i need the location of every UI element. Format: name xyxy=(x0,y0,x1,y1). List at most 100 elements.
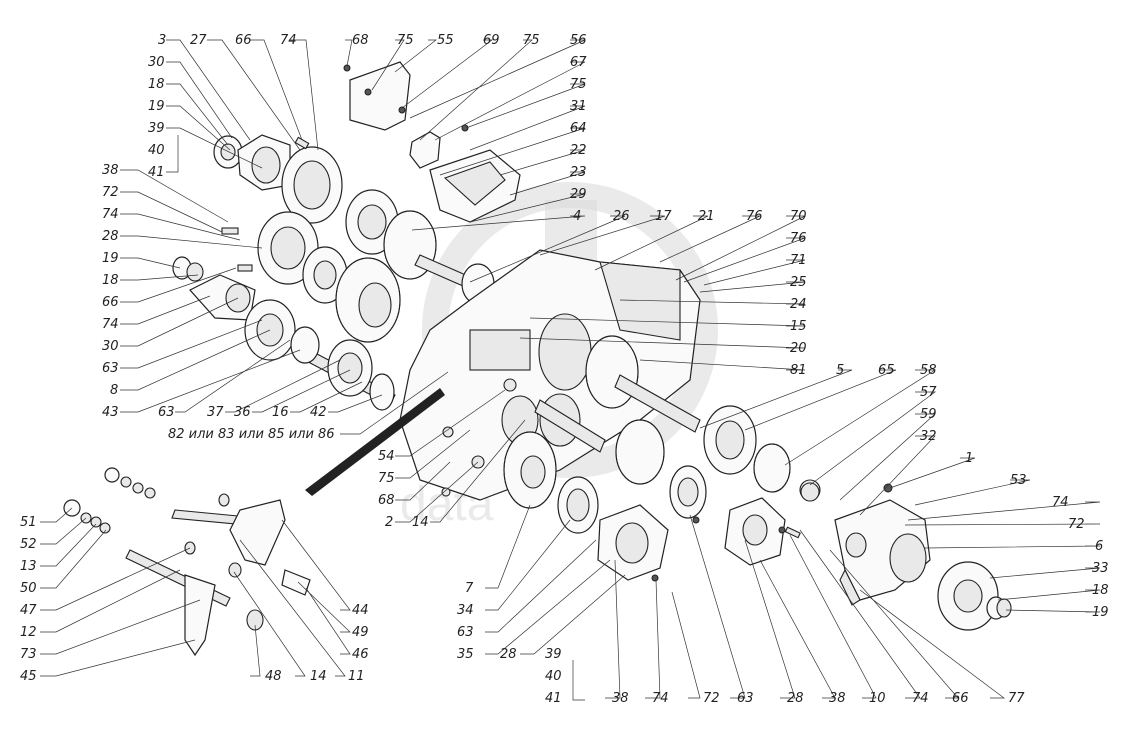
label-36: 36 xyxy=(234,405,251,420)
label-77: 77 xyxy=(1008,691,1025,706)
label-54: 54 xyxy=(378,449,395,464)
label-1: 1 xyxy=(965,451,973,466)
label-55: 55 xyxy=(437,33,454,48)
label-33: 33 xyxy=(1092,561,1109,576)
label-23: 23 xyxy=(570,165,587,180)
label-74: 74 xyxy=(280,33,297,48)
label-65: 65 xyxy=(878,363,895,378)
label-42: 42 xyxy=(310,405,327,420)
label-68: 68 xyxy=(378,493,395,508)
gearbox-housing xyxy=(399,249,701,501)
label-14: 14 xyxy=(412,515,429,530)
label-41: 41 xyxy=(545,691,562,706)
label-10: 10 xyxy=(869,691,886,706)
label-76: 76 xyxy=(790,231,807,246)
label-2: 2 xyxy=(385,515,393,530)
label-variants-note: 82 или 83 или 85 или 86 xyxy=(168,427,335,442)
label-45: 45 xyxy=(20,669,37,684)
label-29: 29 xyxy=(570,187,587,202)
label-30: 30 xyxy=(102,339,119,354)
label-49: 49 xyxy=(352,625,369,640)
label-63: 63 xyxy=(457,625,474,640)
label-13: 13 xyxy=(20,559,37,574)
label-72: 72 xyxy=(1068,517,1085,532)
label-59: 59 xyxy=(920,407,937,422)
label-74: 74 xyxy=(1052,495,1069,510)
label-74: 74 xyxy=(102,317,119,332)
label-68: 68 xyxy=(352,33,369,48)
label-38: 38 xyxy=(102,163,119,178)
label-41: 41 xyxy=(148,165,165,180)
label-19: 19 xyxy=(102,251,119,266)
label-63: 63 xyxy=(737,691,754,706)
label-30: 30 xyxy=(148,55,165,70)
intermediate-shaft xyxy=(290,246,401,411)
label-46: 46 xyxy=(352,647,369,662)
label-6: 6 xyxy=(1095,539,1103,554)
label-19: 19 xyxy=(148,99,165,114)
label-57: 57 xyxy=(920,385,937,400)
label-3: 3 xyxy=(158,33,166,48)
pointer-arrow xyxy=(305,388,445,496)
label-69: 69 xyxy=(483,33,500,48)
label-76: 76 xyxy=(746,209,763,224)
rear-housing-flange xyxy=(800,482,1012,631)
label-35: 35 xyxy=(457,647,474,662)
leader-lines xyxy=(40,39,1101,701)
label-40: 40 xyxy=(545,669,562,684)
label-39: 39 xyxy=(148,121,165,136)
label-81: 81 xyxy=(790,363,807,378)
label-19: 19 xyxy=(1092,605,1109,620)
label-63: 63 xyxy=(102,361,119,376)
label-74: 74 xyxy=(102,207,119,222)
label-26: 26 xyxy=(613,209,630,224)
label-70: 70 xyxy=(790,209,807,224)
label-5: 5 xyxy=(836,363,844,378)
label-75: 75 xyxy=(523,33,540,48)
label-40: 40 xyxy=(148,143,165,158)
label-74: 74 xyxy=(912,691,929,706)
label-17: 17 xyxy=(655,209,672,224)
label-8: 8 xyxy=(110,383,118,398)
callout-labels: 3 27 66 74 30 18 19 39 40 41 38 72 74 28… xyxy=(20,33,1109,706)
label-14: 14 xyxy=(310,669,327,684)
label-34: 34 xyxy=(457,603,474,618)
label-56: 56 xyxy=(570,33,587,48)
label-48: 48 xyxy=(265,669,282,684)
label-15: 15 xyxy=(790,319,807,334)
label-63: 63 xyxy=(158,405,175,420)
label-16: 16 xyxy=(272,405,289,420)
output-shaft-gears xyxy=(503,335,701,509)
label-43: 43 xyxy=(102,405,119,420)
label-66: 66 xyxy=(102,295,119,310)
label-28: 28 xyxy=(102,229,119,244)
label-12: 12 xyxy=(20,625,37,640)
label-28: 28 xyxy=(787,691,804,706)
label-58: 58 xyxy=(920,363,937,378)
label-32: 32 xyxy=(920,429,937,444)
label-24: 24 xyxy=(790,297,807,312)
label-75: 75 xyxy=(378,471,395,486)
label-18: 18 xyxy=(148,77,165,92)
label-18: 18 xyxy=(1092,583,1109,598)
label-25: 25 xyxy=(790,275,807,290)
flange-assembly-top xyxy=(213,134,343,224)
label-44: 44 xyxy=(352,603,369,618)
label-67: 67 xyxy=(570,55,587,70)
bearings-row xyxy=(557,405,821,534)
label-28: 28 xyxy=(500,647,517,662)
label-73: 73 xyxy=(20,647,37,662)
bearing-covers xyxy=(597,497,801,582)
label-22: 22 xyxy=(570,143,587,158)
label-18: 18 xyxy=(102,273,119,288)
label-39: 39 xyxy=(545,647,562,662)
label-38: 38 xyxy=(612,691,629,706)
label-66: 66 xyxy=(235,33,252,48)
parts-artwork xyxy=(63,61,1012,657)
label-75: 75 xyxy=(397,33,414,48)
label-27: 27 xyxy=(190,33,207,48)
label-53: 53 xyxy=(1010,473,1027,488)
label-72: 72 xyxy=(102,185,119,200)
label-21: 21 xyxy=(698,209,715,224)
